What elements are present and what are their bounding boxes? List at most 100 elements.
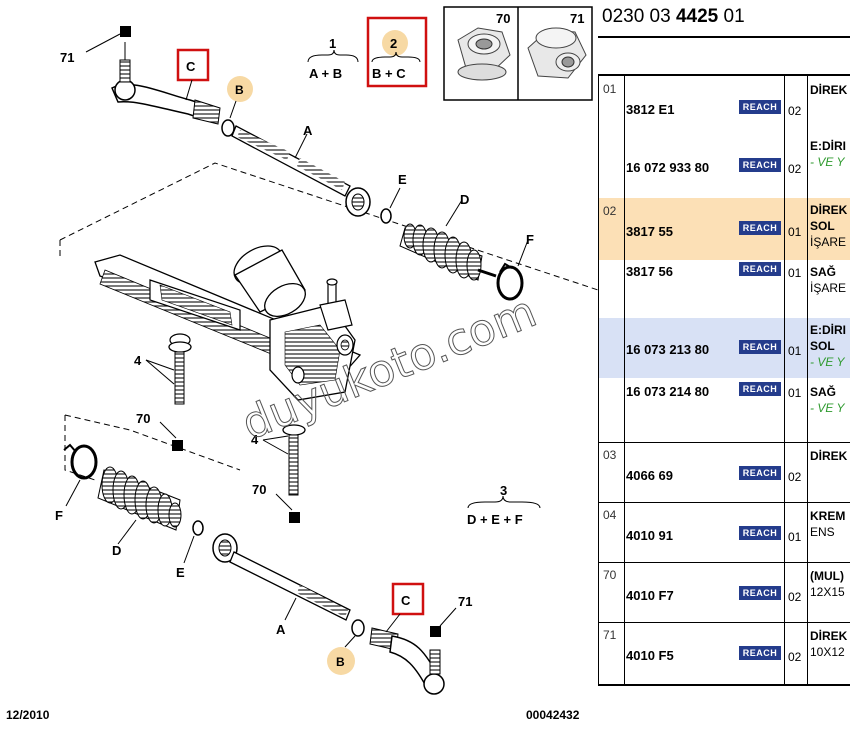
label-71-thumb: 71	[570, 11, 584, 26]
part-number: 4066 69	[626, 468, 673, 483]
lower-tie-rod-end	[369, 627, 445, 695]
bolt-4-left	[168, 341, 192, 405]
label-70-thumb: 70	[496, 11, 510, 26]
label-71-upper: 71	[60, 50, 74, 65]
reach-badge: REACH	[739, 586, 781, 600]
quantity: 01	[788, 225, 802, 239]
upper-clamp-f	[496, 262, 524, 301]
highlight-box-kit-2	[366, 16, 428, 88]
svg-text:A + B: A + B	[309, 66, 342, 81]
reach-badge: REACH	[739, 526, 781, 540]
nut-71-marker-lower	[430, 626, 441, 637]
dashed-outline-lower	[64, 415, 96, 481]
footer-date: 12/2010	[6, 708, 50, 722]
part-number: 3817 55	[626, 224, 673, 239]
quantity: 02	[788, 162, 802, 176]
label-a-upper: A	[303, 123, 313, 138]
table-row[interactable]: 01 3812 E1 REACH 02 DİREK 16 072 933 80 …	[599, 76, 850, 199]
circle-b-upper	[227, 76, 253, 102]
quantity: 02	[788, 104, 802, 118]
highlighted-subrow	[599, 198, 850, 260]
upper-tie-rod-a	[231, 125, 371, 217]
quantity: 01	[788, 266, 802, 280]
description: (MUL)12X15	[810, 569, 845, 599]
reach-badge: REACH	[739, 221, 781, 235]
part-number: 3812 E1	[626, 102, 675, 117]
nut-thumbnails: 70 71	[443, 6, 593, 101]
quantity: 01	[788, 386, 802, 400]
reach-badge: REACH	[739, 646, 781, 660]
label-b-upper: B	[235, 83, 244, 97]
part-number: 16 072 933 80	[626, 160, 710, 175]
svg-text:1: 1	[329, 36, 336, 51]
upper-boot-d	[399, 223, 497, 281]
nut-70-marker-right	[289, 512, 300, 523]
reach-badge: REACH	[739, 100, 781, 114]
highlighted-subrow	[599, 318, 850, 378]
quantity: 01	[788, 344, 802, 358]
parts-table: 01 3812 E1 REACH 02 DİREK 16 072 933 80 …	[598, 74, 850, 686]
reach-badge: REACH	[739, 466, 781, 480]
part-number: 4010 F7	[626, 588, 674, 603]
kit-3-legend: 3 D + E + F	[467, 483, 541, 527]
nut-70-thumbnail	[457, 27, 511, 81]
label-4-right: 4	[251, 432, 259, 447]
circle-kit-2	[382, 30, 408, 56]
description: DİREK	[810, 449, 848, 463]
quantity: 02	[788, 590, 802, 604]
nut-71-marker-upper	[120, 26, 131, 37]
part-number: 4010 F5	[626, 648, 674, 663]
highlight-box-c-upper	[176, 48, 210, 82]
footer-code: 00042432	[526, 708, 580, 722]
reach-badge: REACH	[739, 340, 781, 354]
washer-b-upper	[221, 119, 235, 137]
table-row[interactable]: 70 4010 F7 REACH 02 (MUL)12X15	[599, 562, 850, 623]
description: E:DİRI- VE Y	[810, 139, 846, 169]
quantity: 02	[788, 650, 802, 664]
label-c-lower: C	[401, 593, 411, 608]
circle-b-lower	[327, 647, 355, 675]
exploded-view: 71 A E D F	[6, 6, 598, 722]
label-70-right: 70	[252, 482, 266, 497]
label-e-upper: E	[398, 172, 407, 187]
part-number: 16 073 214 80	[626, 384, 710, 399]
part-number: 4010 91	[626, 528, 673, 543]
lower-boot-d	[97, 466, 182, 531]
reach-badge: REACH	[739, 382, 781, 396]
label-d-lower: D	[112, 543, 121, 558]
quantity: 01	[788, 530, 802, 544]
label-e-lower: E	[176, 565, 185, 580]
part-number: 16 073 213 80	[626, 342, 710, 357]
ring-e-upper	[380, 208, 392, 224]
label-71-lower: 71	[458, 594, 472, 609]
svg-text:B + C: B + C	[372, 66, 406, 81]
parts-table-panel: 0230 03 4425 01 01 3812 E1 REACH 02 DİRE…	[598, 0, 850, 730]
kit-1-legend: 1 A + B	[307, 36, 359, 81]
steering-rack-housing	[94, 245, 362, 401]
label-4-left: 4	[134, 353, 142, 368]
label-c-upper: C	[186, 59, 196, 74]
parts-diagram: 71 A E D F	[6, 6, 598, 722]
highlight-box-c-lower	[391, 582, 425, 616]
table-row[interactable]: 03 4066 69 REACH 02 DİREK	[599, 442, 850, 503]
reach-badge: REACH	[739, 158, 781, 172]
description: SAĞ- VE Y	[810, 385, 845, 415]
label-a-lower: A	[276, 622, 286, 637]
washer-b-lower	[351, 619, 365, 637]
nut-71-thumbnail	[527, 27, 587, 79]
label-70-left: 70	[136, 411, 150, 426]
label-f-lower: F	[55, 508, 63, 523]
parts-reference-title: 0230 03 4425 01	[602, 6, 745, 27]
lower-tie-rod-a	[212, 533, 351, 621]
nut-70-marker-left	[172, 440, 183, 451]
svg-text:2: 2	[390, 36, 397, 51]
kit-2-legend: 2 B + C	[371, 36, 421, 81]
svg-text:D + E + F: D + E + F	[467, 512, 523, 527]
